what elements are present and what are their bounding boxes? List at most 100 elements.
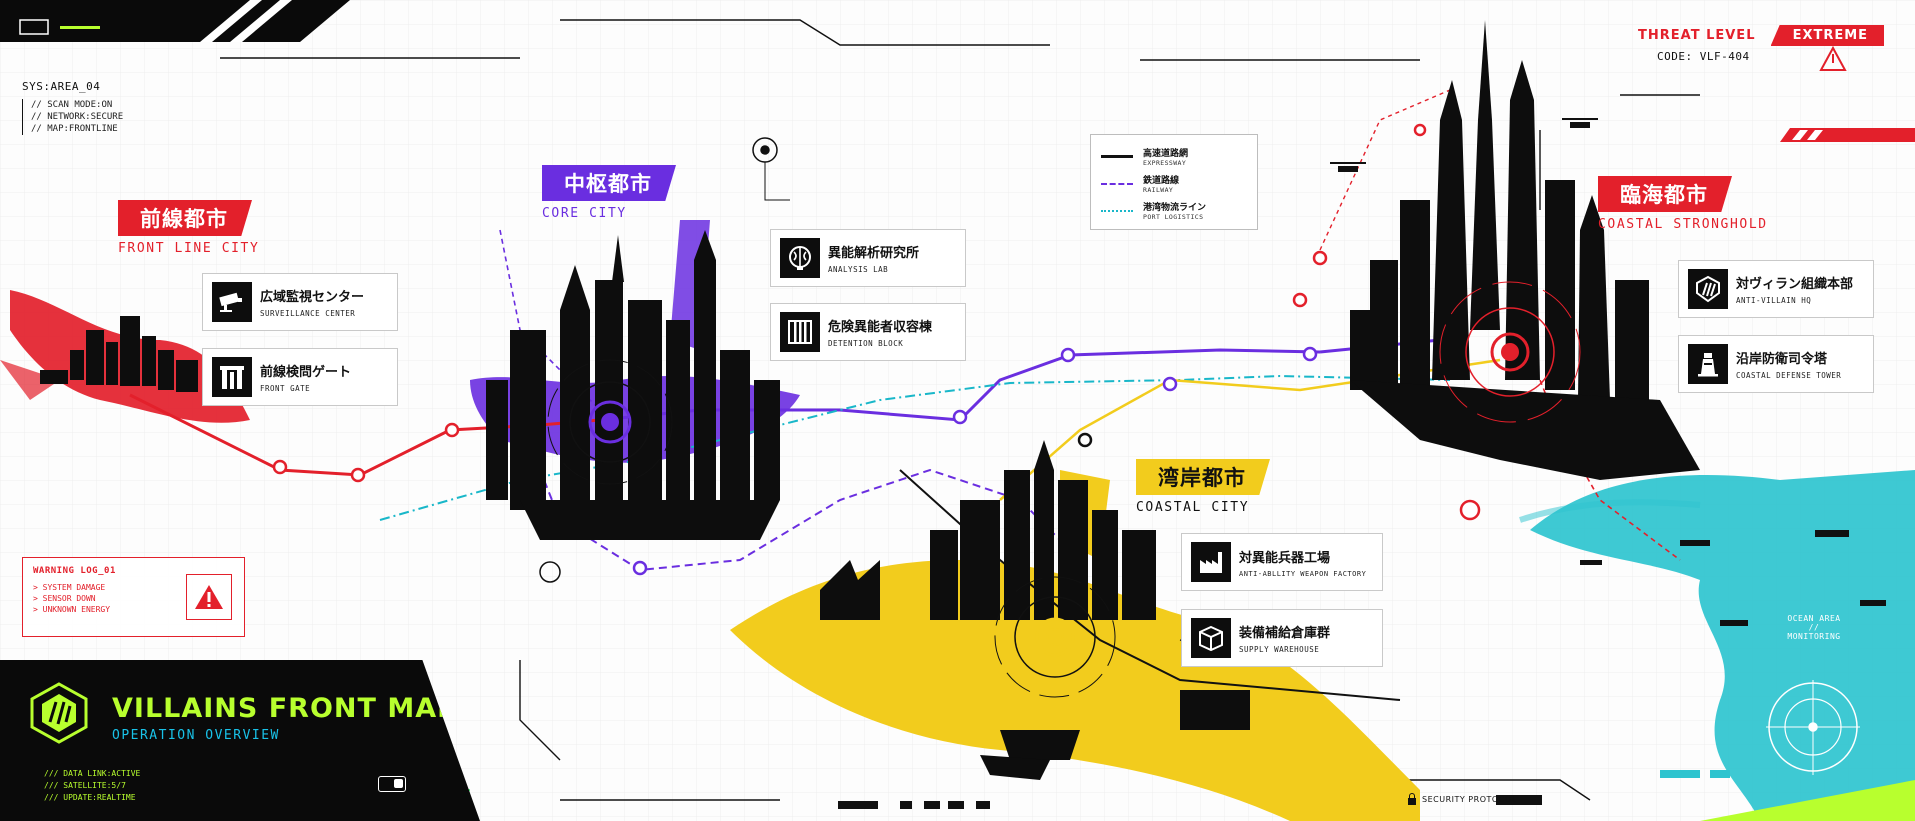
status-line: /// DATA LINK:ACTIVE	[44, 769, 141, 778]
security-protocol: SECURITY PROTOCOL	[1408, 793, 1517, 805]
facility-subname: ANTI-VILLAIN HQ	[1736, 296, 1812, 305]
camera-icon	[212, 282, 252, 322]
facility-name: 装備補給倉庫群	[1239, 626, 1331, 641]
system-line: // SCAN MODE:ON	[31, 100, 113, 110]
claw-emblem-icon	[1688, 269, 1728, 309]
core-city-skyline	[486, 230, 780, 540]
system-line: // MAP:FRONTLINE	[31, 124, 118, 134]
facility-name: 異能解析研究所	[828, 246, 920, 261]
factory-icon	[1191, 542, 1231, 582]
map-title: VILLAINS FRONT MAP	[112, 693, 458, 724]
security-label: SECURITY PROTOCOL	[1422, 795, 1517, 804]
warning-title: WARNING LOG_01	[33, 566, 116, 576]
city-title-en: COASTAL STRONGHOLD	[1598, 217, 1768, 232]
facility-name: 対異能兵器工場	[1239, 550, 1331, 566]
expressway-line-icon	[1101, 155, 1133, 158]
ships	[1580, 530, 1886, 626]
legend-label: 鉄道路線	[1143, 176, 1180, 186]
facility-surveillance-center[interactable]: 広域監視センター SURVEILLANCE CENTER	[202, 273, 398, 331]
warning-triangle-icon	[186, 574, 232, 620]
facility-name: 対ヴィラン組織本部	[1736, 277, 1854, 292]
facility-name: 広域監視センター	[260, 290, 365, 305]
city-title-en: FRONT LINE CITY	[118, 241, 260, 256]
ocean-line: MONITORING	[1787, 632, 1841, 641]
facility-analysis-lab[interactable]: 異能解析研究所 ANALYSIS LAB	[770, 229, 966, 287]
system-status: SYS:AREA_04 // SCAN MODE:ON // NETWORK:S…	[22, 80, 123, 135]
ocean-line: OCEAN AREA	[1787, 614, 1841, 623]
coastal-stronghold-skyline	[1350, 20, 1700, 480]
legend-label: 港湾物流ライン	[1143, 203, 1207, 213]
railway-line-icon	[1101, 182, 1133, 185]
warning-log-panel[interactable]: WARNING LOG_01 > SYSTEM DAMAGE > SENSOR …	[22, 557, 245, 637]
city-title-en: COASTAL CITY	[1136, 500, 1250, 515]
city-title-en: CORE CITY	[542, 206, 627, 221]
facility-subname: COASTAL DEFENSE TOWER	[1736, 371, 1842, 380]
city-title-jp: 臨海都市	[1598, 176, 1732, 212]
city-title-jp: 前線都市	[118, 200, 252, 236]
city-label-front-line[interactable]: 前線都市 FRONT LINE CITY	[118, 200, 259, 256]
map-title-panel: VILLAINS FRONT MAP OPERATION OVERVIEW //…	[0, 660, 480, 821]
box-icon	[1191, 618, 1231, 658]
facility-front-gate[interactable]: 前線検問ゲート FRONT GATE	[202, 348, 398, 406]
corner-panel-top-left	[0, 0, 350, 42]
legend-sublabel: RAILWAY	[1143, 186, 1174, 194]
port-logistics-line-icon	[1101, 209, 1133, 212]
facility-anti-ability-weapon-factory[interactable]: 対異能兵器工場 ANTI-ABLLITY WEAPON FACTORY	[1181, 533, 1383, 591]
city-title-jp: 湾岸都市	[1136, 459, 1270, 495]
legend-label: 高速道路網	[1143, 149, 1189, 159]
red-stripes-top-right	[1780, 128, 1915, 142]
route-nodes	[272, 123, 1481, 576]
legend-sublabel: EXPRESSWAY	[1143, 159, 1187, 167]
threat-code: CODE: VLF-404	[1657, 50, 1750, 63]
toggle-switch[interactable]	[378, 776, 406, 792]
status-line: /// SATELLITE:5/7	[44, 781, 126, 790]
facility-subname: FRONT GATE	[260, 384, 311, 393]
city-label-coastal-stronghold[interactable]: 臨海都市 COASTAL STRONGHOLD	[1598, 176, 1768, 232]
threat-value-badge: EXTREME	[1770, 25, 1885, 46]
lighthouse-icon	[1688, 344, 1728, 384]
city-label-bay[interactable]: 湾岸都市 COASTAL CITY	[1136, 459, 1270, 515]
warning-line: > SYSTEM DAMAGE	[33, 583, 106, 592]
facility-anti-villain-hq[interactable]: 対ヴィラン組織本部 ANTI-VILLAIN HQ	[1678, 260, 1874, 318]
footer-glyphs	[838, 795, 1542, 809]
ocean-area	[1530, 470, 1915, 821]
facility-subname: ANTI-ABLLITY WEAPON FACTORY	[1239, 569, 1367, 578]
facility-name: 沿岸防衛司令塔	[1736, 352, 1828, 367]
ocean-line: //	[1808, 623, 1820, 632]
brain-icon	[780, 238, 820, 278]
status-line: /// UPDATE:REALTIME	[44, 793, 136, 802]
map-subtitle: OPERATION OVERVIEW	[112, 728, 280, 743]
system-line: // NETWORK:SECURE	[31, 112, 124, 122]
facility-coastal-defense-tower[interactable]: 沿岸防衛司令塔 COASTAL DEFENSE TOWER	[1678, 335, 1874, 393]
facility-detention-block[interactable]: 危険異能者収容棟 DETENTION BLOCK	[770, 303, 966, 361]
facility-subname: ANALYSIS LAB	[828, 265, 889, 274]
city-label-core[interactable]: 中枢都市 CORE CITY	[542, 165, 676, 221]
warning-line: > UNKNOWN ENERGY	[33, 605, 111, 614]
facility-subname: SURVEILLANCE CENTER	[260, 309, 356, 318]
facility-subname: DETENTION BLOCK	[828, 339, 904, 348]
facility-name: 危険異能者収容棟	[828, 320, 933, 335]
drones	[1330, 118, 1598, 172]
gate-icon	[212, 357, 252, 397]
legend-sublabel: PORT LOGISTICS	[1143, 213, 1204, 221]
emblem-icon	[28, 682, 90, 744]
warning-line: > SENSOR DOWN	[33, 594, 96, 603]
alert-triangle-icons	[1819, 45, 1847, 71]
front-line-city-skyline	[40, 316, 198, 392]
lock-icon	[1408, 793, 1416, 805]
facility-subname: SUPPLY WAREHOUSE	[1239, 645, 1320, 654]
target-reticles	[539, 137, 1860, 775]
threat-label: THREAT LEVEL	[1638, 28, 1756, 43]
city-title-jp: 中枢都市	[542, 165, 676, 201]
ocean-monitor-label: OCEAN AREA // MONITORING	[1782, 614, 1846, 641]
system-area: SYS:AREA_04	[22, 80, 101, 93]
bay-city-splash	[730, 560, 1420, 821]
threat-level-panel: THREAT LEVEL EXTREME	[1638, 24, 1885, 46]
facility-supply-warehouse[interactable]: 装備補給倉庫群 SUPPLY WAREHOUSE	[1181, 609, 1383, 667]
facility-name: 前線検問ゲート	[260, 365, 352, 380]
